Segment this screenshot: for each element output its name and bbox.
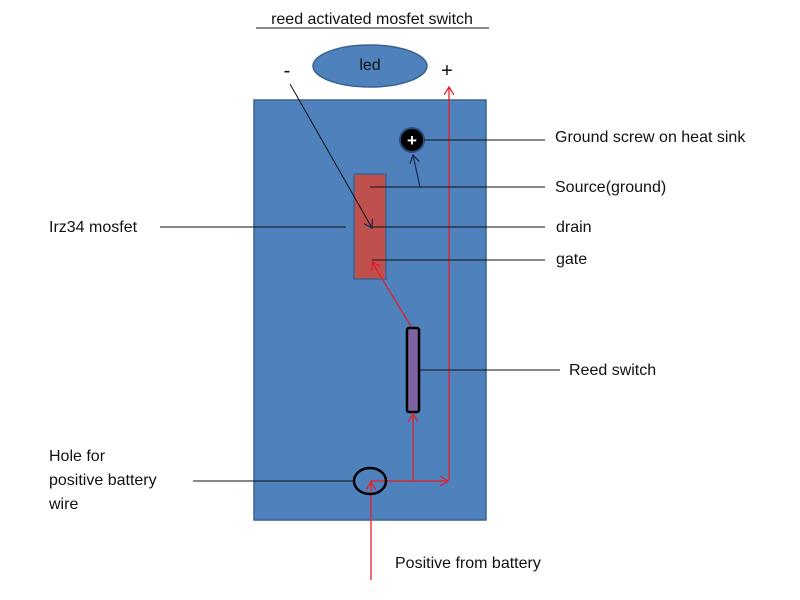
heat-sink-board bbox=[253, 99, 487, 521]
source-label: Source(ground) bbox=[555, 179, 666, 196]
diagram-title: reed activated mosfet switch bbox=[271, 11, 473, 28]
led-minus-to-drain-arrow bbox=[289, 83, 372, 228]
led bbox=[312, 44, 428, 88]
reed-to-gate-wire bbox=[372, 262, 413, 329]
hole-label-line-1: Hole for bbox=[49, 448, 106, 465]
source-to-screw-arrow bbox=[413, 155, 421, 188]
hole-label-line-3: wire bbox=[48, 496, 78, 513]
ground-screw-plus-icon: + bbox=[407, 131, 417, 150]
drain-label: drain bbox=[556, 219, 592, 236]
reed-switch-label: Reed switch bbox=[569, 362, 656, 379]
hole-label-line-2: positive battery bbox=[49, 472, 157, 489]
gate-label: gate bbox=[556, 251, 587, 268]
battery-label: Positive from battery bbox=[395, 555, 541, 572]
mosfet-label: Irz34 mosfet bbox=[49, 219, 138, 236]
led-minus-label: - bbox=[284, 60, 291, 82]
led-plus-label: + bbox=[441, 60, 453, 82]
ground-screw-label: Ground screw on heat sink bbox=[555, 129, 746, 146]
led-label: led bbox=[359, 57, 380, 74]
reed-switch bbox=[405, 326, 421, 414]
